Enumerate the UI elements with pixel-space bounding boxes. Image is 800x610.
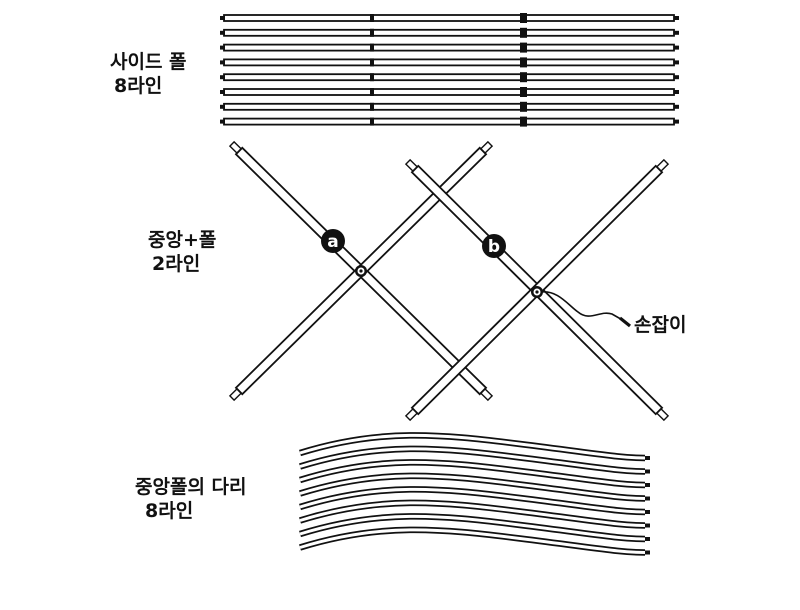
cross-pole-b — [404, 158, 670, 422]
center-cross-poles-label: 중앙+폴 2라인 — [148, 228, 216, 276]
side-poles-label: 사이드 폴 8라인 — [110, 50, 187, 98]
center-cross-poles-title: 중앙+폴 — [148, 229, 217, 251]
side-pole — [220, 101, 679, 112]
side-poles-count: 8라인 — [114, 75, 163, 97]
center-pole-legs-group — [299, 432, 650, 556]
center-pole-leg — [299, 432, 650, 462]
svg-text:a: a — [327, 232, 338, 252]
center-pole-legs-title: 중앙폴의 다리 — [135, 476, 247, 498]
cross-pole-a — [228, 140, 494, 402]
marker-b-icon: b — [482, 234, 506, 258]
center-pole-leg — [299, 472, 650, 502]
side-poles-title: 사이드 폴 — [110, 51, 187, 73]
center-cross-poles-count: 2라인 — [152, 253, 201, 275]
center-pole-leg — [299, 486, 650, 516]
center-pole-leg — [299, 526, 650, 556]
handle-label: 손잡이 — [634, 314, 687, 336]
handle-tip — [619, 316, 631, 328]
side-pole — [220, 27, 679, 38]
marker-a-icon: a — [321, 229, 345, 253]
center-pole-legs-count: 8라인 — [145, 500, 194, 522]
side-pole — [220, 72, 679, 83]
side-pole — [220, 87, 679, 97]
svg-text:b: b — [488, 237, 500, 257]
side-pole — [220, 13, 679, 23]
center-pole-legs-label: 중앙폴의 다리 8라인 — [135, 475, 247, 523]
side-pole — [220, 116, 679, 127]
side-pole — [220, 57, 679, 68]
handle-wire — [540, 291, 627, 323]
center-pole-leg — [299, 499, 650, 529]
side-poles-group — [220, 13, 679, 127]
side-pole — [220, 42, 679, 53]
center-pole-leg — [299, 513, 650, 543]
center-pole-leg — [299, 445, 650, 475]
center-pole-leg — [299, 459, 650, 489]
